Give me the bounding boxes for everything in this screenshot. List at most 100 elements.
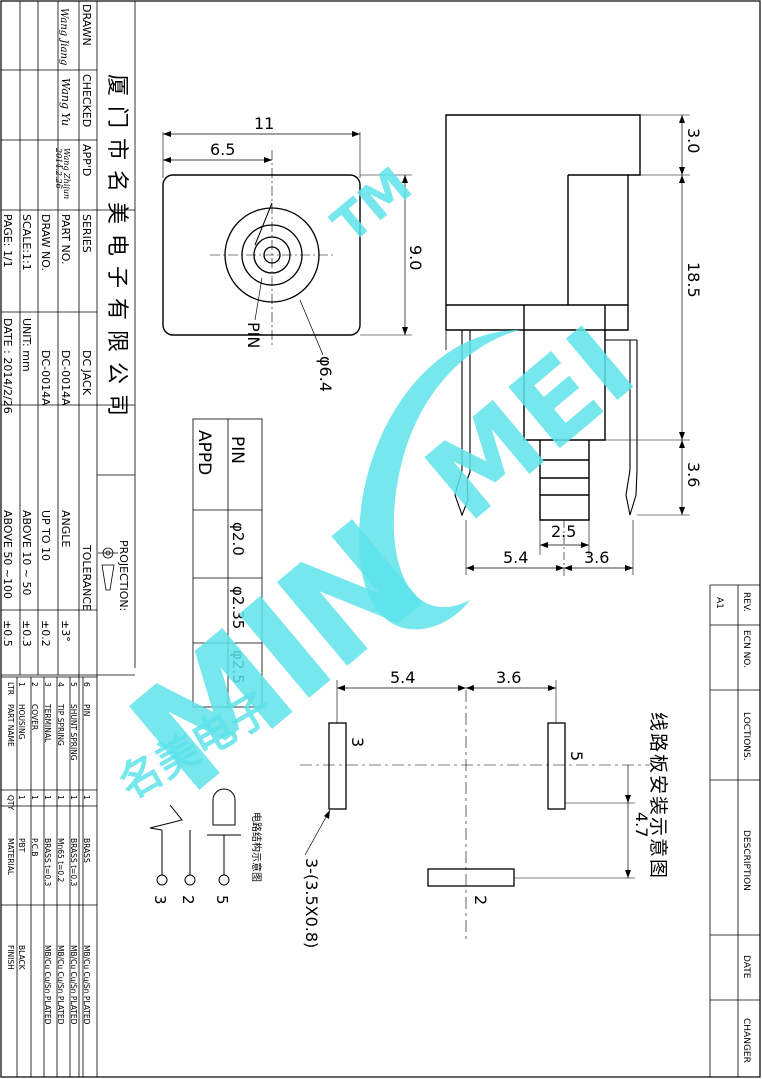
description-header: DESCRIPTION	[741, 830, 751, 891]
locations-header: LOCTIONS.	[741, 712, 751, 761]
pin-table: PIN APPD φ2.0 φ2.35 φ2.5	[192, 418, 263, 708]
front-view	[162, 132, 412, 356]
bom-cell-finish: MB/Cu Cu/Sn PLATED	[56, 945, 65, 1025]
angle-tol: ±3°	[59, 620, 72, 642]
bom-cell-qty: 1	[69, 795, 78, 800]
pcb-pad-label-2: 2	[471, 895, 490, 905]
bom-cell-qty: 1	[30, 795, 39, 800]
bom-header: QTY	[6, 795, 15, 810]
series-value: DC JACK	[80, 350, 93, 396]
part-no-value: DC-0014A	[59, 350, 72, 406]
bom-cell-ltr: 4	[56, 682, 65, 687]
unit-label: UNIT: mm	[20, 318, 33, 372]
pcb-dim-arrows	[324, 685, 631, 878]
sign-date: 2014.2.26	[54, 147, 63, 189]
bom-header: LTR	[6, 682, 15, 695]
above50-label: ABOVE 50 ~100	[1, 510, 14, 599]
bom-cell-ltr: 5	[69, 682, 78, 687]
dim-pcb-4-7: 4.7	[632, 812, 651, 837]
dim-side-height: 18.5	[684, 262, 703, 298]
upto10-label: UP TO 10	[39, 510, 52, 561]
side-view-dim-arrows	[466, 115, 685, 571]
bom-cell-name: TIP SPRING	[56, 703, 65, 746]
dim-front-height: 9.0	[406, 245, 425, 270]
pin-value-3: φ2.5	[229, 650, 247, 684]
draw-no-value: DC-0014A	[39, 350, 52, 406]
front-view-dim-arrows	[163, 131, 408, 335]
bom-cell-material: P.C.B	[30, 838, 39, 857]
rev-value: A1	[714, 597, 724, 609]
title-block	[1, 1, 136, 1077]
above50-tol: ±0.5	[1, 620, 14, 647]
circuit-terminal-5: 5	[213, 895, 231, 905]
circuit-title: 电路结构示意图	[250, 812, 263, 882]
pcb-pad-label-5: 5	[567, 751, 586, 761]
bom-cell-name: HOUSING	[17, 704, 26, 740]
brand-watermark-logo: MIN MEI TM 名美电子	[100, 156, 658, 826]
bom-cell-ltr: 6	[82, 682, 91, 687]
dim-pcb-3-6: 3.6	[496, 668, 521, 687]
bom-cell-material: BRASS t=0.3	[69, 838, 78, 886]
front-view-labels: 11 6.5 9.0 PIN φ6.4	[210, 114, 425, 392]
bom-cell-finish: MB/Cu Cu/Sn PLATED	[69, 945, 78, 1025]
bom-cell-material: PBT	[17, 838, 26, 853]
revision-table-text: REV. ECN NO. LOCTIONS. DESCRIPTION DATE …	[714, 592, 751, 1063]
projection-symbol	[98, 547, 118, 591]
svg-text:MEI: MEI	[403, 302, 658, 545]
circuit-schematic	[149, 788, 241, 886]
bom-header: FINISH	[6, 945, 15, 970]
pcb-labels: 5.4 3.6 4.7 3-(3.5X0.8) 3 5 2 线路板安装示意图	[302, 668, 669, 948]
dim-pcb-slot: 3-(3.5X0.8)	[302, 858, 321, 948]
bom-cell-finish: MB/Cu Cu/Sn PLATED	[82, 945, 91, 1025]
part-no-label: PART NO.	[59, 214, 72, 264]
dim-side-3-6: 3.6	[584, 548, 609, 567]
rev-header: REV.	[741, 592, 751, 612]
dim-front-center: 6.5	[210, 140, 235, 159]
bom-cell-qty: 1	[43, 795, 52, 800]
bom-cell-qty: 1	[17, 795, 26, 800]
title-block-text: DRAWN CHECKED APP'D Wang Jiang Wang Yu W…	[1, 4, 130, 647]
above10-tol: ±0.3	[20, 620, 33, 647]
dim-side-pin: 3.6	[684, 462, 703, 487]
changer-header: CHANGER	[741, 1018, 751, 1063]
bom-header: PART NAME	[6, 704, 15, 747]
dim-side-top: 3.0	[684, 128, 703, 153]
bom-cell-material: BRASS t=0.3	[43, 838, 52, 886]
bom-cell-name: SHUNT SPRING	[69, 704, 78, 761]
dim-hole-dia: φ6.4	[316, 356, 335, 392]
side-view	[445, 114, 690, 578]
bom-cell-qty: 1	[56, 795, 65, 800]
pin-value-2: φ2.35	[229, 586, 247, 629]
bom-cell-material: Mn65 t=0.2	[56, 838, 65, 883]
pcb-pad-label-3: 3	[348, 737, 367, 747]
date-label: DATE : 2014/2/26	[1, 318, 14, 414]
company-name: 厦门市名美电子有限公司	[104, 74, 129, 426]
bom-cell-name: COVER	[30, 704, 39, 730]
bom-cell-ltr: 3	[43, 682, 52, 687]
bom-table-lines	[1, 677, 97, 1078]
checked-label: CHECKED	[80, 74, 93, 127]
date-header: DATE	[741, 955, 751, 979]
circuit-terminal-3: 3	[151, 895, 169, 905]
dim-side-2-5: 2.5	[551, 522, 576, 541]
pin-callout: PIN	[244, 322, 263, 348]
pcb-pad-2	[427, 868, 515, 887]
dim-front-width: 11	[254, 114, 274, 133]
side-view-labels: 3.0 18.5 3.6 2.5 5.4 3.6	[503, 128, 703, 567]
revision-table	[709, 584, 760, 1077]
drawn-signature: Wang Jiang	[58, 8, 69, 65]
bom-cell-name: TERMINAL	[43, 703, 52, 743]
circuit-labels: 3 2 5 电路结构示意图	[151, 812, 263, 905]
bom-cell-ltr: 1	[17, 682, 26, 687]
svg-text:TM: TM	[321, 156, 423, 254]
ecn-header: ECN NO.	[741, 630, 751, 668]
bom-cell-material: BRASS	[82, 838, 91, 863]
pcb-pad-5	[547, 722, 566, 810]
bom-cell-qty: 1	[82, 795, 91, 800]
bom-cell-finish: MB/Cu Cu/Sn PLATED	[43, 945, 52, 1025]
angle-label: ANGLE	[59, 510, 72, 547]
